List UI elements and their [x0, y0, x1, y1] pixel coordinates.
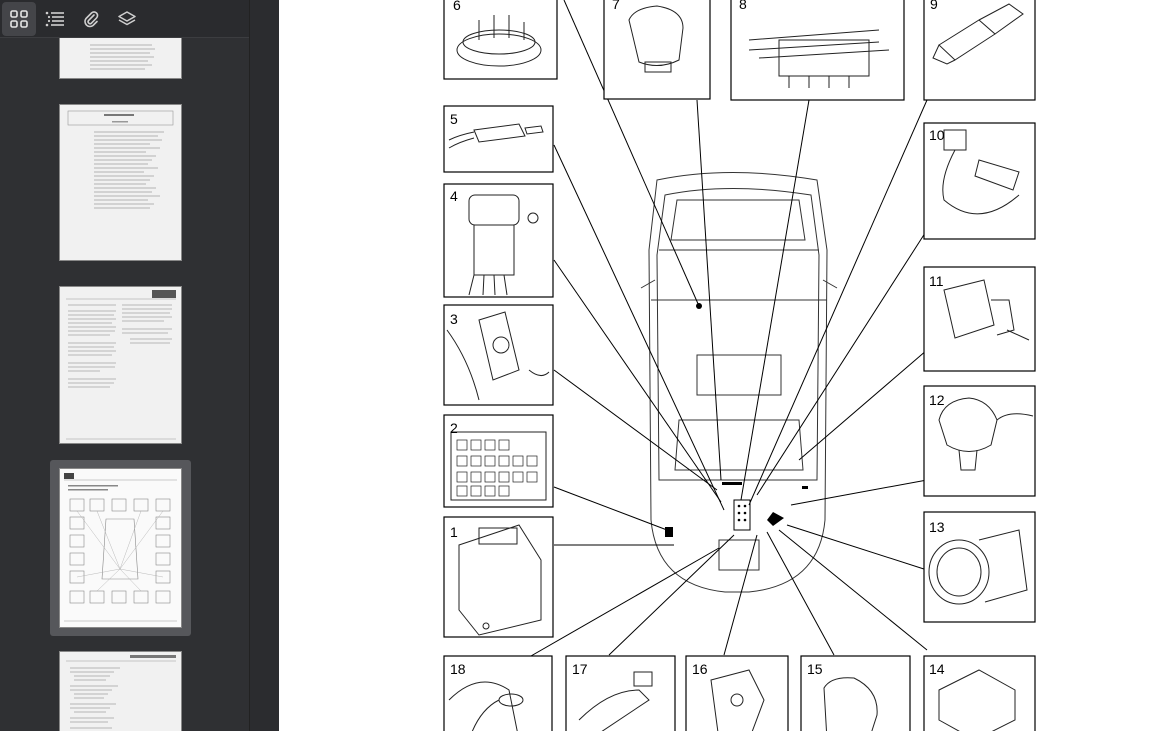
component-box-11: [923, 266, 1036, 372]
component-box-18: [443, 655, 553, 731]
component-box-14: [923, 655, 1036, 731]
page-thumbnail-image: [59, 651, 182, 731]
callout-4: 4: [450, 188, 458, 204]
vehicle-outline: [640, 172, 838, 593]
component-box-7: [603, 0, 711, 100]
page-thumbnail-5[interactable]: [50, 651, 191, 731]
sidebar-toolbar: [0, 0, 249, 38]
callout-7: 7: [612, 0, 620, 12]
component-box-6: [443, 0, 558, 80]
page-thumbnail-4[interactable]: [50, 468, 191, 628]
component-box-10: [923, 122, 1036, 240]
page-thumbnail-image: [59, 468, 182, 628]
callout-14: 14: [929, 661, 945, 677]
layers-view-button[interactable]: [110, 2, 144, 36]
document-page: 1 2 3 4 5 6 7 8 9 10 11 12 13 14 15 16 1…: [279, 0, 1163, 731]
list-icon: [45, 11, 64, 26]
callout-10: 10: [929, 127, 945, 143]
paperclip-icon: [84, 10, 99, 27]
component-sketches: [446, 3, 1034, 731]
grid-icon: [10, 9, 28, 28]
callout-12: 12: [929, 392, 945, 408]
callout-5: 5: [450, 111, 458, 127]
component-box-8: [730, 0, 905, 101]
component-box-9: [923, 0, 1036, 101]
outline-view-button[interactable]: [38, 2, 72, 36]
callout-2: 2: [450, 420, 458, 436]
engine-bay-connectors: [665, 303, 808, 537]
page-thumbnail-image: [59, 286, 182, 444]
callout-17: 17: [572, 661, 588, 677]
component-box-3: [443, 304, 554, 406]
attachments-view-button[interactable]: [74, 2, 108, 36]
component-box-12: [923, 385, 1036, 497]
component-box-2: [443, 414, 554, 508]
thumbnails-view-button[interactable]: [2, 1, 36, 36]
sidebar-splitter[interactable]: [249, 0, 280, 731]
callout-3: 3: [450, 311, 458, 327]
callout-labels: 1 2 3 4 5 6 7 8 9 10 11 12 13 14 15 16 1…: [450, 0, 945, 677]
leader-lines: [523, 0, 928, 661]
page-thumbnail-3[interactable]: [50, 286, 191, 444]
component-box-15: [800, 655, 911, 731]
callout-6: 6: [453, 0, 461, 13]
callout-15: 15: [807, 661, 823, 677]
callout-8: 8: [739, 0, 747, 12]
callout-18: 18: [450, 661, 466, 677]
callout-1: 1: [450, 524, 458, 540]
layers-icon: [118, 10, 136, 25]
thumbnail-sidebar: [0, 0, 249, 731]
component-box-4: [443, 183, 554, 298]
component-box-1: [443, 516, 554, 638]
callout-13: 13: [929, 519, 945, 535]
page-thumbnail-2[interactable]: [50, 104, 191, 261]
fuel-system-component-diagram: 1 2 3 4 5 6 7 8 9 10 11 12 13 14 15 16 1…: [443, 0, 1036, 731]
callout-11: 11: [929, 273, 944, 289]
page-thumbnail-image: [59, 104, 182, 261]
callout-9: 9: [930, 0, 938, 12]
component-boxes: [443, 0, 1036, 731]
callout-16: 16: [692, 661, 708, 677]
